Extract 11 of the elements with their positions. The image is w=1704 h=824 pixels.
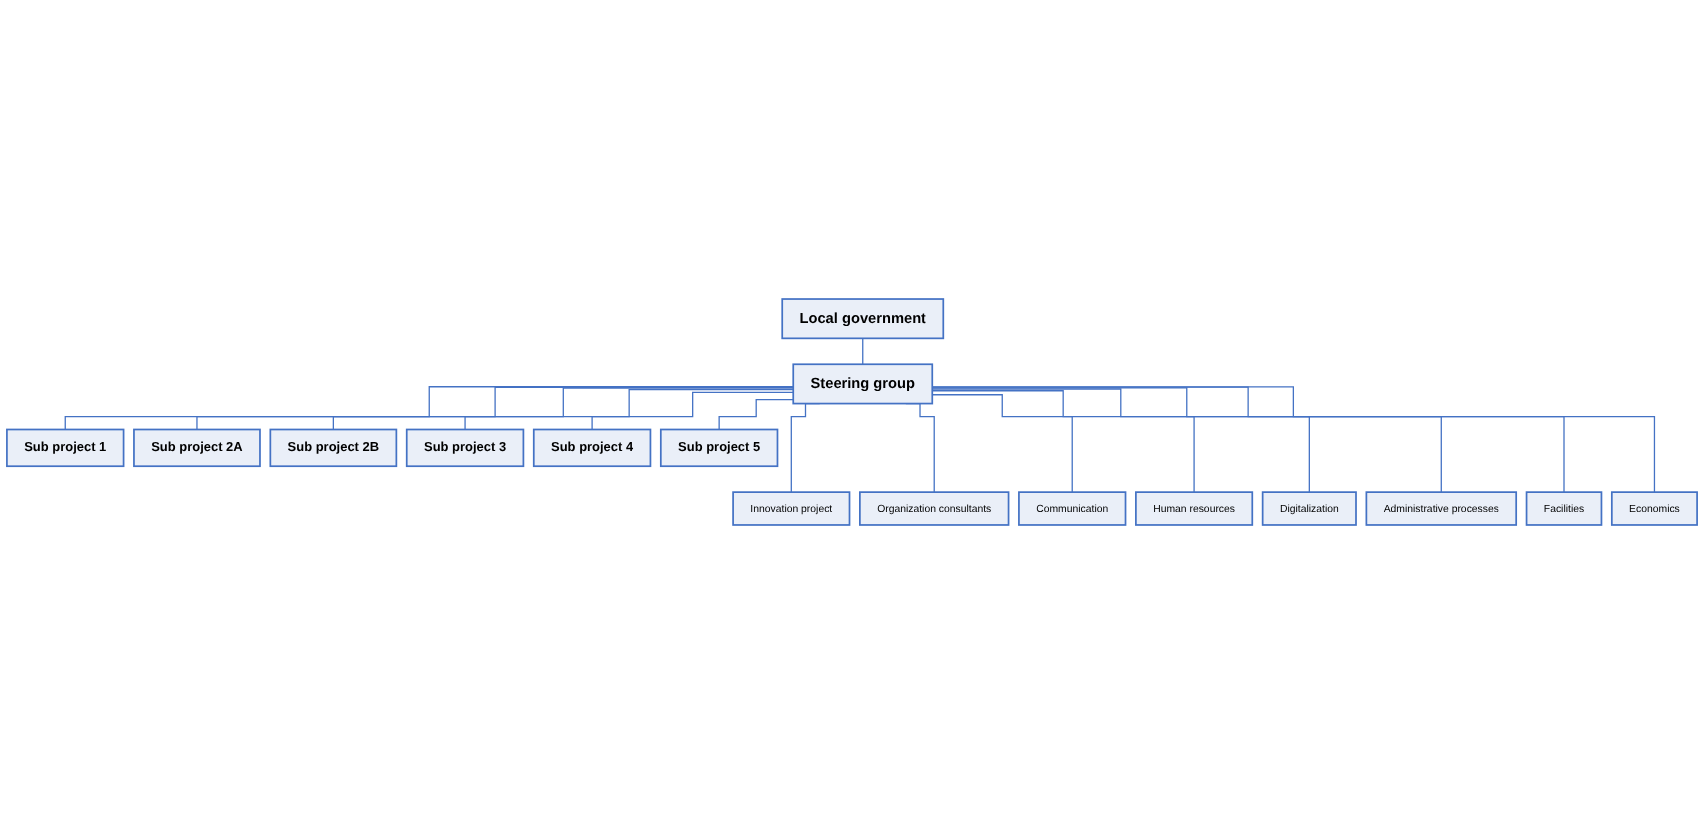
connector <box>591 391 794 431</box>
connector <box>196 386 794 431</box>
connector <box>862 337 864 365</box>
connector <box>718 399 794 431</box>
connector <box>332 387 794 431</box>
connector <box>931 388 1310 493</box>
connector <box>931 390 1195 493</box>
connector <box>64 386 794 431</box>
connector <box>464 388 794 431</box>
connector <box>931 394 1073 493</box>
connector <box>931 387 1442 493</box>
